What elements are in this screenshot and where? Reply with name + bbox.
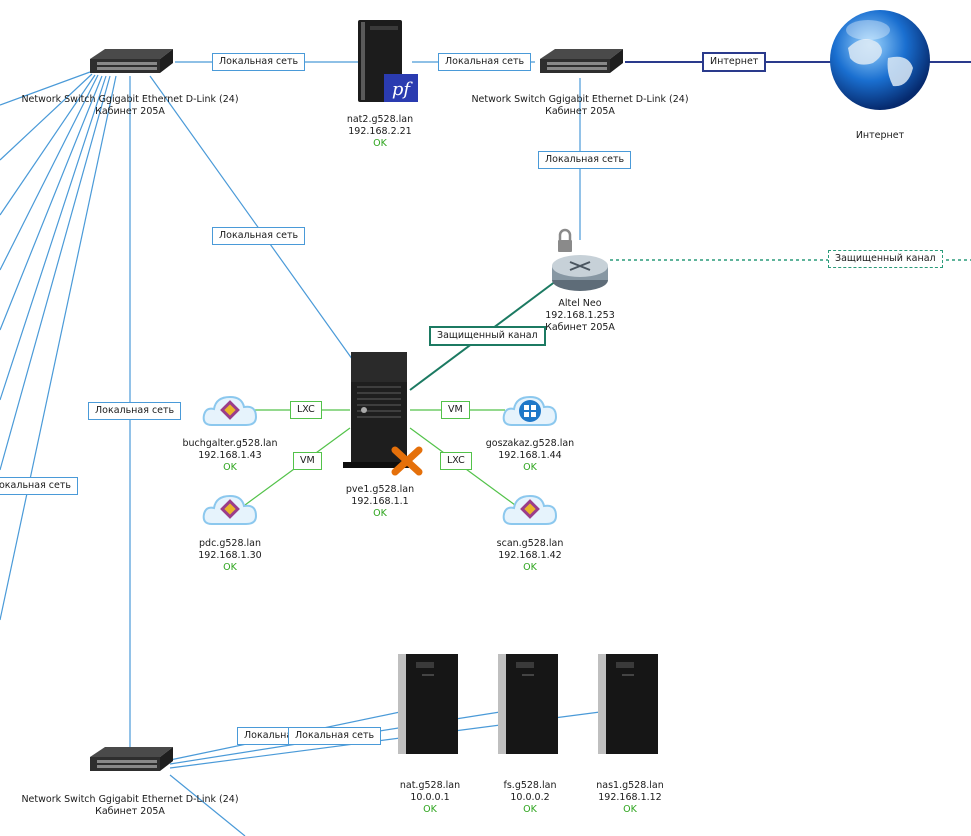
network-switch-icon	[90, 49, 173, 73]
nas1-caption: nas1.g528.lan 192.168.1.12 OK	[520, 780, 740, 816]
nat-caption: nat.g528.lan 10.0.0.1 OK	[320, 780, 540, 816]
router-room: Кабинет 205А	[545, 322, 615, 333]
pve1-status: OK	[373, 508, 387, 519]
link-label-vm[interactable]: VM	[441, 401, 470, 419]
scan-vm[interactable]	[502, 490, 558, 533]
pfsense-logo: pf	[392, 79, 414, 100]
nat2-name: nat2.g528.lan	[346, 114, 414, 125]
internet-globe[interactable]	[828, 8, 932, 115]
pdc-name: pdc.g528.lan	[199, 538, 261, 549]
switch-top-room: Кабинет 205А	[95, 106, 165, 117]
router-altel[interactable]	[548, 228, 612, 297]
nat-status: OK	[423, 804, 437, 815]
fs-name: fs.g528.lan	[503, 780, 557, 791]
proxmox-server-icon	[343, 352, 423, 476]
switch-bottom-caption: Network Switch Ggigabit Ethernet D-Link …	[20, 794, 240, 818]
link-label-local[interactable]: Локальная сеть	[212, 227, 306, 245]
goszakaz-vm[interactable]	[502, 391, 558, 434]
switch-mid-caption: Network Switch Ggigabit Ethernet D-Link …	[470, 94, 690, 118]
nas1-server[interactable]	[598, 652, 662, 761]
nat2-caption: nat2.g528.lan 192.168.2.21 OK	[270, 114, 490, 150]
pve1-name: pve1.g528.lan	[345, 484, 415, 495]
link-label-local[interactable]: Локальная сеть	[288, 727, 382, 745]
nas-tower-icon	[498, 654, 558, 754]
pdc-vm[interactable]	[202, 490, 258, 533]
nas-tower-icon	[598, 654, 658, 754]
nas1-ip: 192.168.1.12	[598, 792, 662, 803]
nat-ip: 10.0.0.1	[410, 792, 450, 803]
scan-status: OK	[523, 562, 537, 573]
buchgalter-status: OK	[223, 462, 237, 473]
tower-server-icon: pf	[358, 20, 418, 102]
goszakaz-caption: goszakaz.g528.lan 192.168.1.44 OK	[420, 438, 640, 474]
switch-bottom[interactable]	[85, 745, 175, 778]
switch-top-caption: Network Switch Ggigabit Ethernet D-Link …	[20, 94, 240, 118]
fs-caption: fs.g528.lan 10.0.0.2 OK	[420, 780, 640, 816]
cloud-windows-icon	[502, 395, 558, 426]
switch-bottom-room: Кабинет 205А	[95, 806, 165, 817]
link-label-secure-dashed[interactable]: Защищенный канал	[828, 250, 943, 268]
cloud-centos-icon	[502, 494, 558, 525]
goszakaz-name: goszakaz.g528.lan	[485, 438, 575, 449]
nas-tower-icon	[398, 654, 458, 754]
network-switch-icon	[540, 49, 623, 73]
nat-name: nat.g528.lan	[399, 780, 461, 791]
globe-icon	[830, 10, 930, 110]
link-label-local[interactable]: Локальная сеть	[212, 53, 306, 71]
scan-caption: scan.g528.lan 192.168.1.42 OK	[420, 538, 640, 574]
fs-ip: 10.0.0.2	[510, 792, 550, 803]
switch-mid-name: Network Switch Ggigabit Ethernet D-Link …	[471, 94, 689, 105]
switch-top-name: Network Switch Ggigabit Ethernet D-Link …	[21, 94, 239, 105]
switch-mid-room: Кабинет 205А	[545, 106, 615, 117]
link-label-local[interactable]: Локальная сеть	[88, 402, 182, 420]
internet-caption: Интернет	[770, 130, 971, 142]
goszakaz-ip: 192.168.1.44	[498, 450, 562, 461]
switch-top[interactable]	[85, 47, 175, 80]
router-ip: 192.168.1.253	[545, 310, 615, 321]
buchgalter-name: buchgalter.g528.lan	[182, 438, 278, 449]
nat2-server[interactable]: pf	[358, 16, 420, 107]
link-label-local-cut[interactable]: окальная сеть	[0, 477, 79, 495]
fs-server[interactable]	[498, 652, 562, 761]
cloud-centos-icon	[202, 494, 258, 525]
switch-bottom-name: Network Switch Ggigabit Ethernet D-Link …	[21, 794, 239, 805]
buchgalter-vm[interactable]	[202, 391, 258, 434]
link-label-vm[interactable]: VM	[293, 452, 322, 470]
nat2-ip: 192.168.2.21	[348, 126, 412, 137]
pdc-ip: 192.168.1.30	[198, 550, 262, 561]
pve1-caption: pve1.g528.lan 192.168.1.1 OK	[270, 484, 490, 520]
buchgalter-caption: buchgalter.g528.lan 192.168.1.43 OK	[120, 438, 340, 474]
link-label-local[interactable]: Локальная сеть	[438, 53, 532, 71]
fs-status: OK	[523, 804, 537, 815]
nat-server[interactable]	[398, 652, 462, 761]
network-switch-icon	[90, 747, 173, 771]
nas1-name: nas1.g528.lan	[596, 780, 664, 791]
link-label-secure[interactable]: Защищенный канал	[429, 326, 546, 346]
router-lock-icon	[552, 228, 608, 291]
link-label-local[interactable]: Локальная сеть	[538, 151, 632, 169]
pve1-ip: 192.168.1.1	[351, 496, 409, 507]
link-label-lxc[interactable]: LXC	[440, 452, 472, 470]
switch-mid[interactable]	[535, 47, 625, 80]
nat2-status: OK	[373, 138, 387, 149]
goszakaz-status: OK	[523, 462, 537, 473]
cloud-centos-icon	[202, 395, 258, 426]
router-caption: Altel Neo 192.168.1.253 Кабинет 205А	[470, 298, 690, 334]
pdc-caption: pdc.g528.lan 192.168.1.30 OK	[120, 538, 340, 574]
pdc-status: OK	[223, 562, 237, 573]
link-label-lxc[interactable]: LXC	[290, 401, 322, 419]
scan-name: scan.g528.lan	[496, 538, 564, 549]
link-label-internet[interactable]: Интернет	[702, 52, 767, 72]
nas1-status: OK	[623, 804, 637, 815]
scan-ip: 192.168.1.42	[498, 550, 562, 561]
buchgalter-ip: 192.168.1.43	[198, 450, 262, 461]
router-name: Altel Neo	[558, 298, 602, 309]
pve1-server[interactable]	[343, 350, 428, 483]
internet-name: Интернет	[855, 130, 905, 141]
